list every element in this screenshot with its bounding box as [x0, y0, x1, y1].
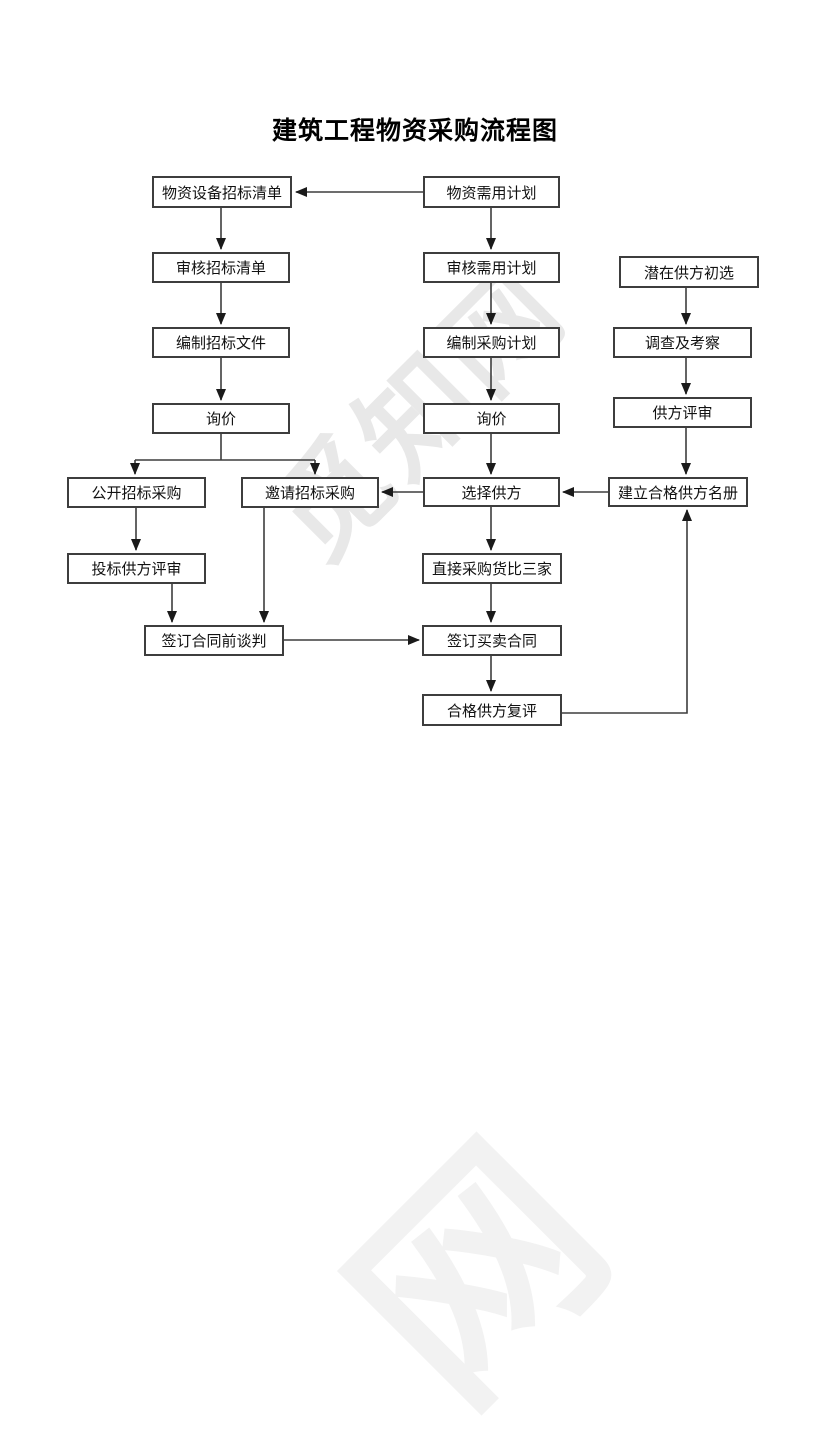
- connector-lines: [130, 187, 692, 714]
- node-qualified-supplier-reevaluation: 合格供方复评: [422, 694, 562, 726]
- flowchart-connectors: [130, 187, 692, 714]
- node-prepare-purchase-plan: 编制采购计划: [423, 327, 560, 358]
- flowchart-page: { "title": "建筑工程物资采购流程图", "watermark": {…: [67, 117, 759, 1447]
- node-investigate-inspect: 调查及考察: [613, 327, 752, 358]
- node-prepare-bid-document: 编制招标文件: [152, 327, 290, 358]
- page-title: 建筑工程物资采购流程图: [271, 117, 558, 145]
- node-material-demand-plan: 物资需用计划: [423, 176, 560, 208]
- node-potential-supplier-preselect: 潜在供方初选: [619, 256, 759, 288]
- node-inquiry-left: 询价: [152, 403, 290, 434]
- node-bid-supplier-review: 投标供方评审: [67, 553, 206, 584]
- node-select-supplier: 选择供方: [423, 477, 560, 507]
- node-direct-purchase-compare: 直接采购货比三家: [422, 553, 562, 584]
- node-inquiry-mid: 询价: [423, 403, 560, 434]
- node-review-demand-plan: 审核需用计划: [423, 252, 560, 283]
- node-supplier-review: 供方评审: [613, 397, 752, 428]
- node-review-bid-list: 审核招标清单: [152, 252, 290, 283]
- node-pre-contract-negotiation: 签订合同前谈判: [144, 625, 284, 656]
- node-sign-sales-contract: 签订买卖合同: [422, 625, 562, 656]
- node-material-equipment-bid-list: 物资设备招标清单: [152, 176, 292, 208]
- node-qualified-supplier-roster: 建立合格供方名册: [608, 477, 748, 507]
- node-invited-bidding: 邀请招标采购: [241, 477, 379, 508]
- node-public-bidding: 公开招标采购: [67, 477, 206, 508]
